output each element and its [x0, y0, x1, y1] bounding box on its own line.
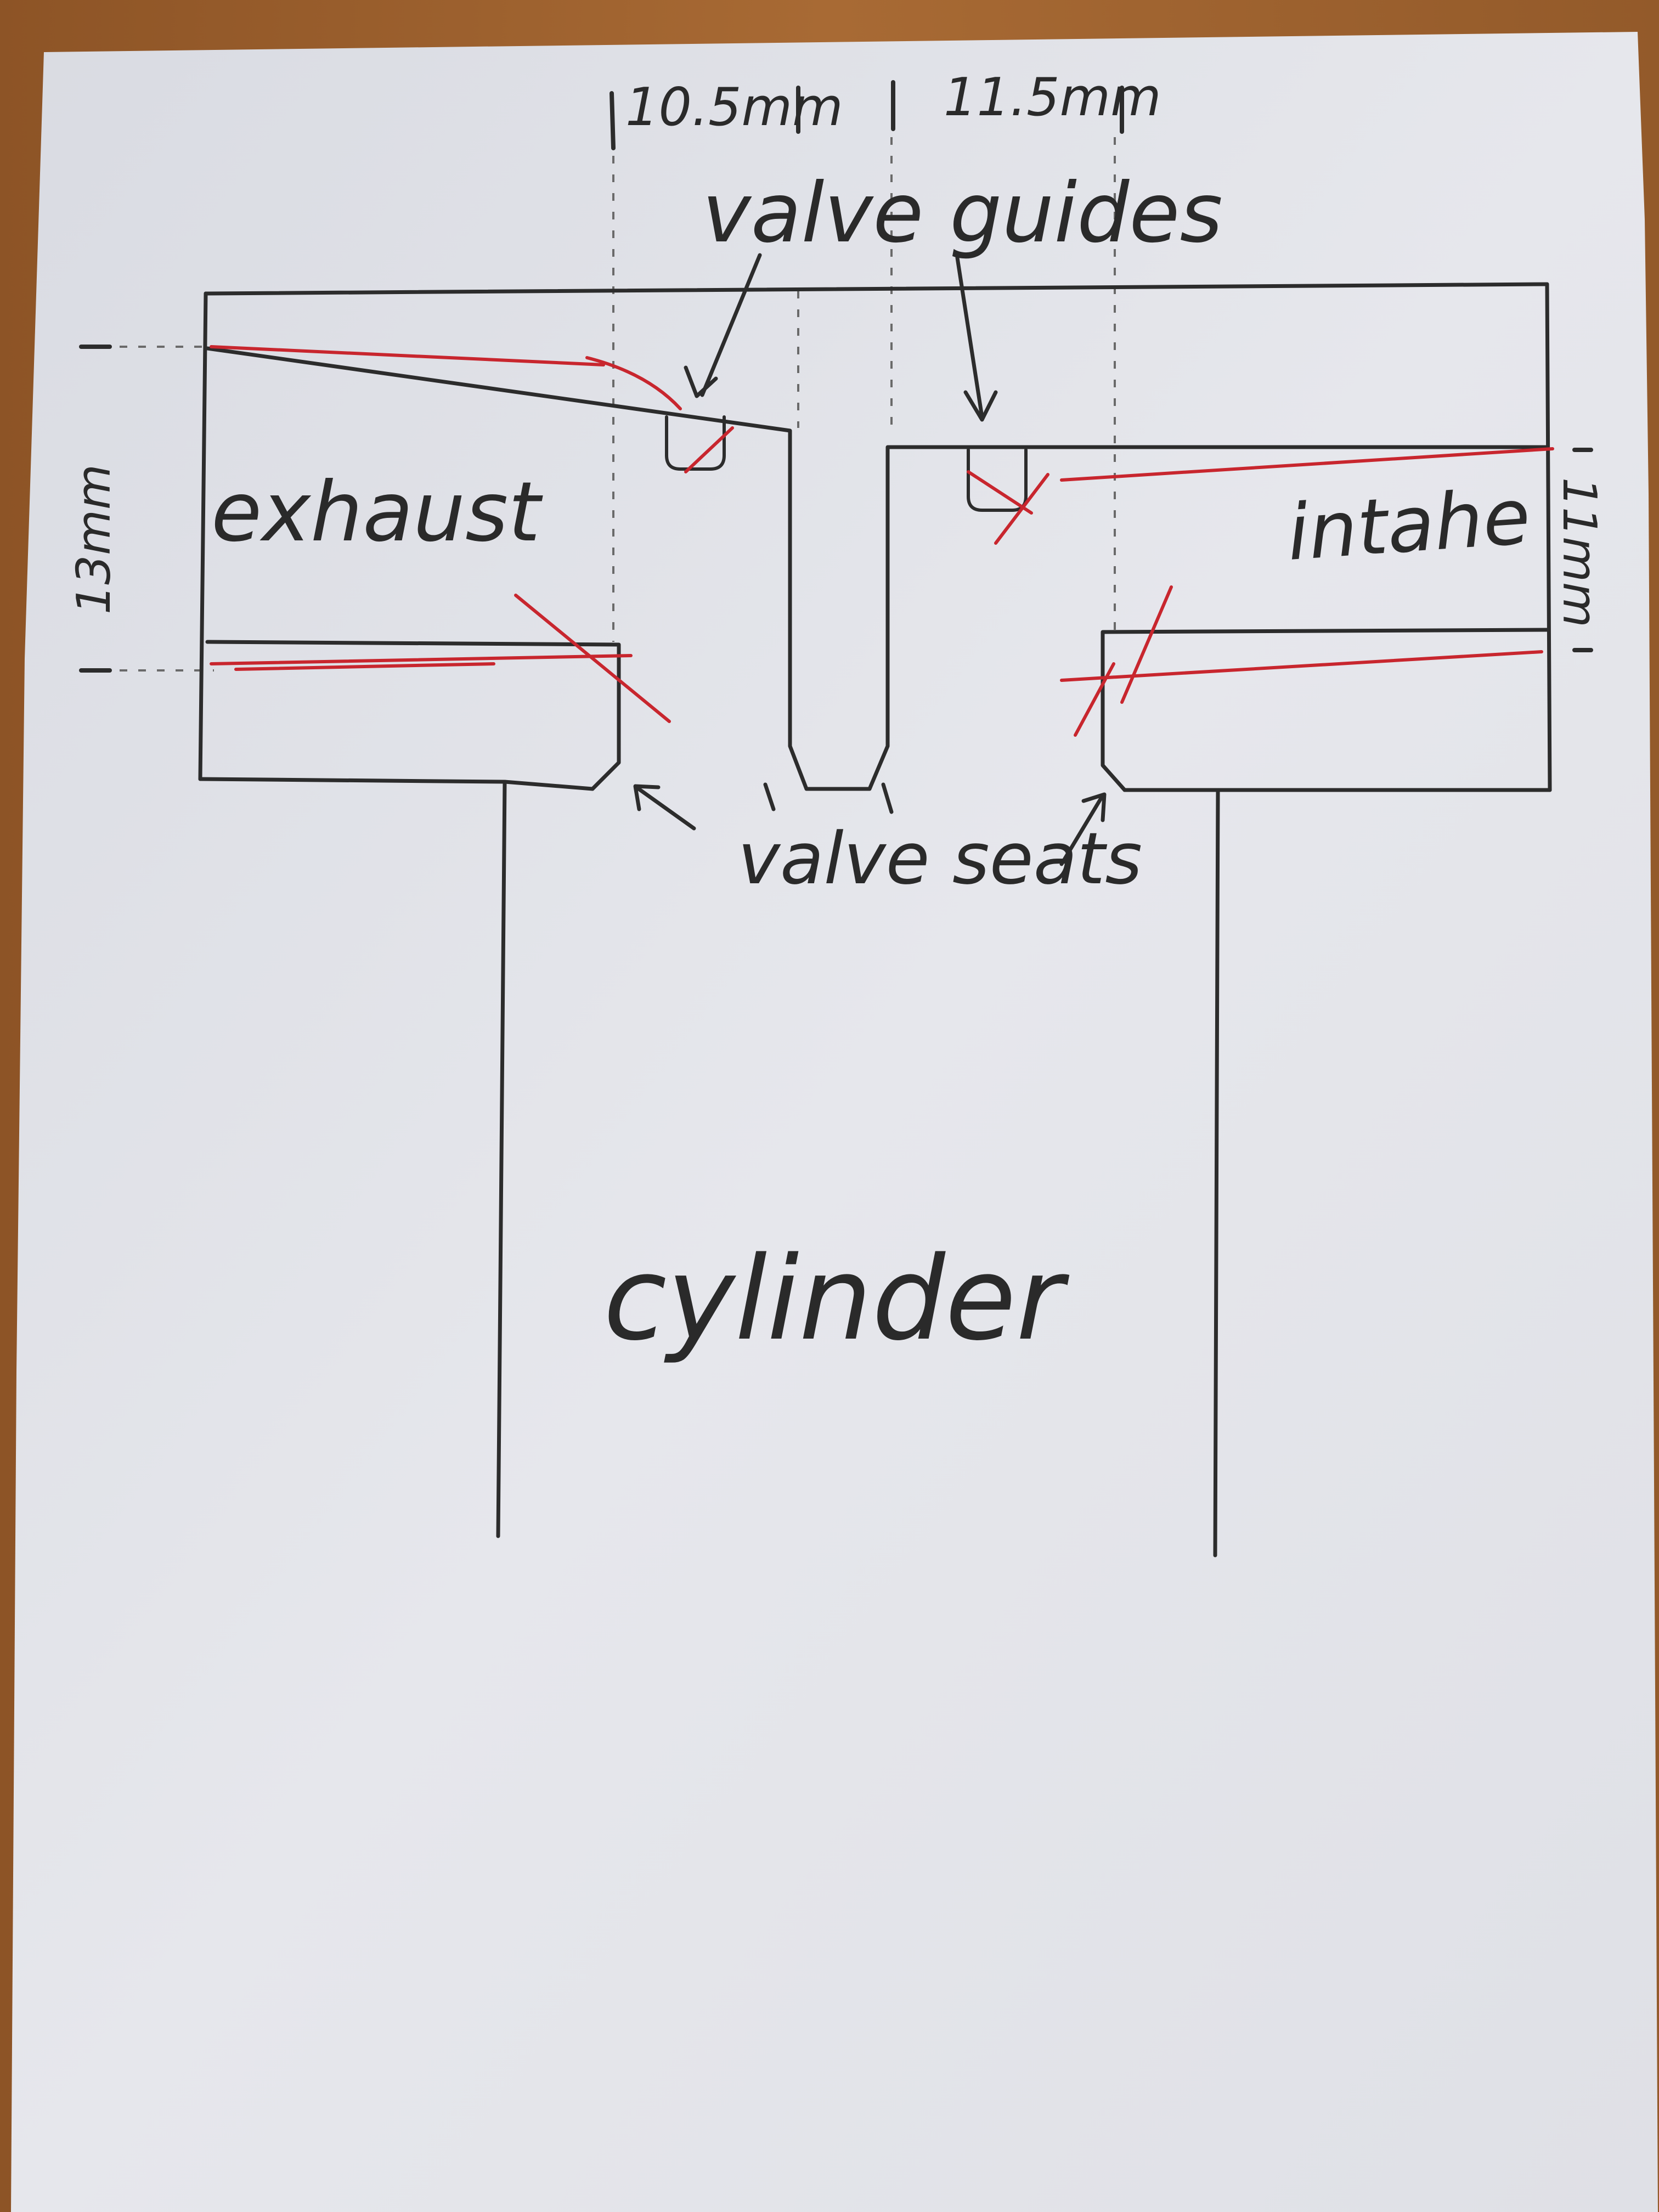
arrow-valve-seat-4: [1059, 793, 1105, 866]
cylinder-head-outline: [198, 282, 1552, 792]
arrow-valve-seat-3: [881, 782, 894, 814]
dim-intake-port-height: 11mm: [1552, 477, 1606, 628]
arrow-valve-seat-2: [763, 782, 776, 811]
dim-exhaust-offset: 10.5mm: [625, 77, 843, 138]
paper-sheet: [11, 32, 1658, 2212]
intake-label: intahe: [1284, 472, 1533, 578]
dimension-ticks: [79, 80, 1593, 673]
cylinder-label: cylinder: [603, 1232, 1070, 1366]
arrow-valve-seat-1: [634, 785, 696, 831]
exhaust-label: exhaust: [211, 465, 543, 560]
arrow-valve-guide-left: [700, 253, 762, 397]
valve-guides-label: valve guides: [702, 166, 1223, 261]
arrow-valve-guide-right: [955, 256, 984, 419]
dim-intake-offset: 11.5mm: [944, 67, 1161, 128]
valve-seats-label: valve seats: [738, 817, 1142, 900]
arrows: [633, 253, 1107, 866]
dim-exhaust-port-height: 13mm: [67, 464, 121, 614]
cylinder-walls: [496, 780, 1220, 1558]
red-correction-lines: [210, 345, 1554, 737]
